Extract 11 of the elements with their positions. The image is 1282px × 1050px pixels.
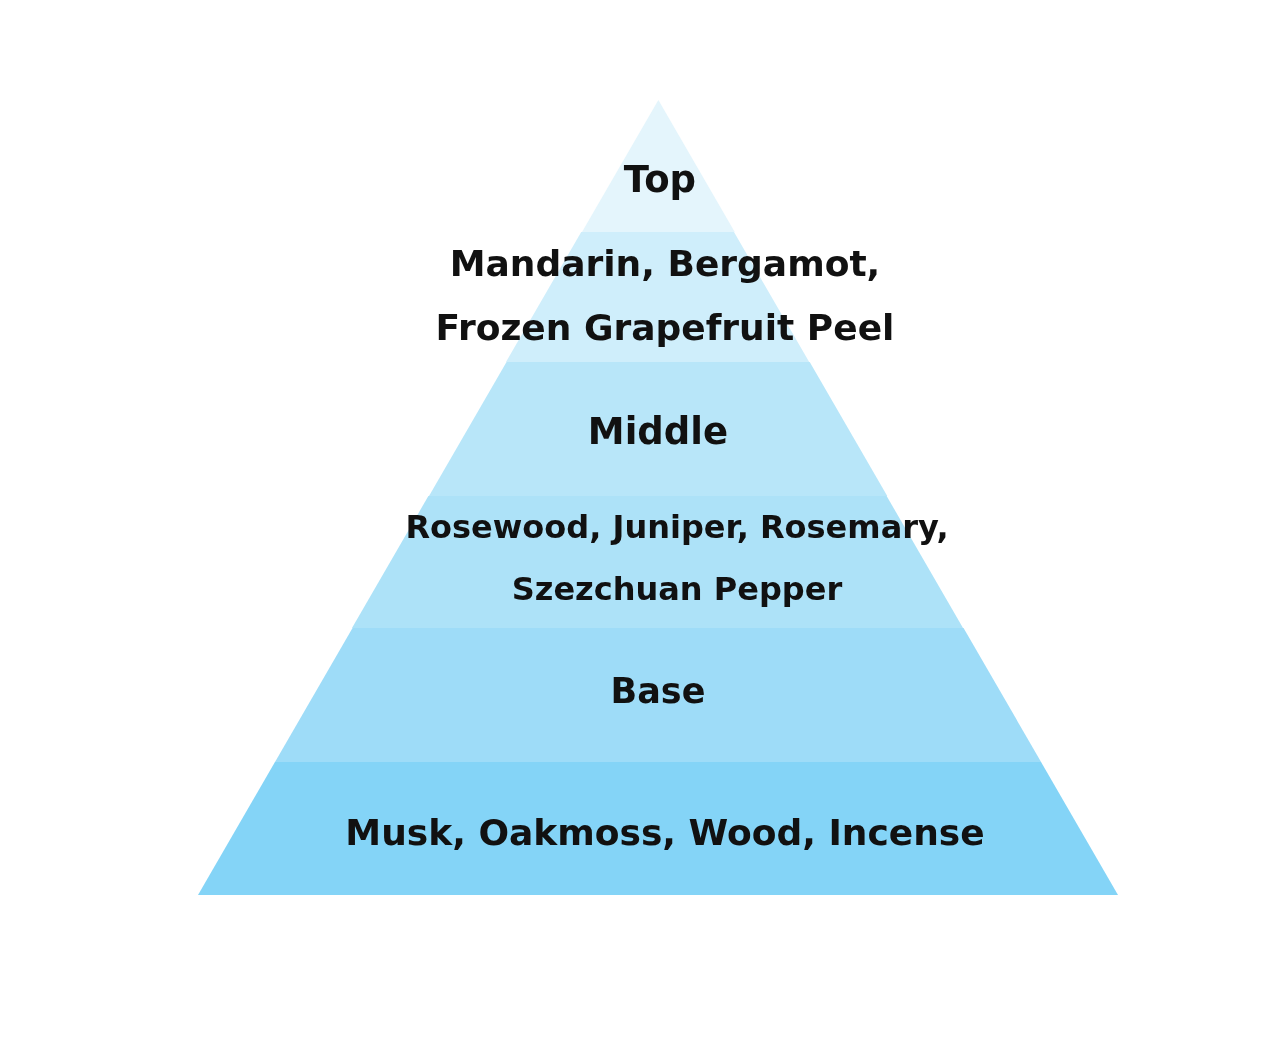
pyramid-tier bbox=[352, 496, 964, 628]
pyramid-tier bbox=[198, 762, 1118, 895]
tier-heading: Middle bbox=[586, 410, 730, 454]
pyramid-tier bbox=[428, 362, 888, 496]
pyramid-tier bbox=[274, 628, 1042, 762]
tier-heading: Base bbox=[609, 670, 707, 713]
pyramid-tier bbox=[581, 100, 735, 232]
tier-heading: Top bbox=[622, 158, 698, 202]
notes-text: Mandarin, Bergamot, Frozen Grapefruit Peel bbox=[434, 242, 896, 350]
notes-text: Rosewood, Juniper, Rosemary, Szezchuan Pepper bbox=[404, 507, 950, 610]
notes-text: Musk, Oakmoss, Wood, Incense bbox=[344, 811, 986, 855]
